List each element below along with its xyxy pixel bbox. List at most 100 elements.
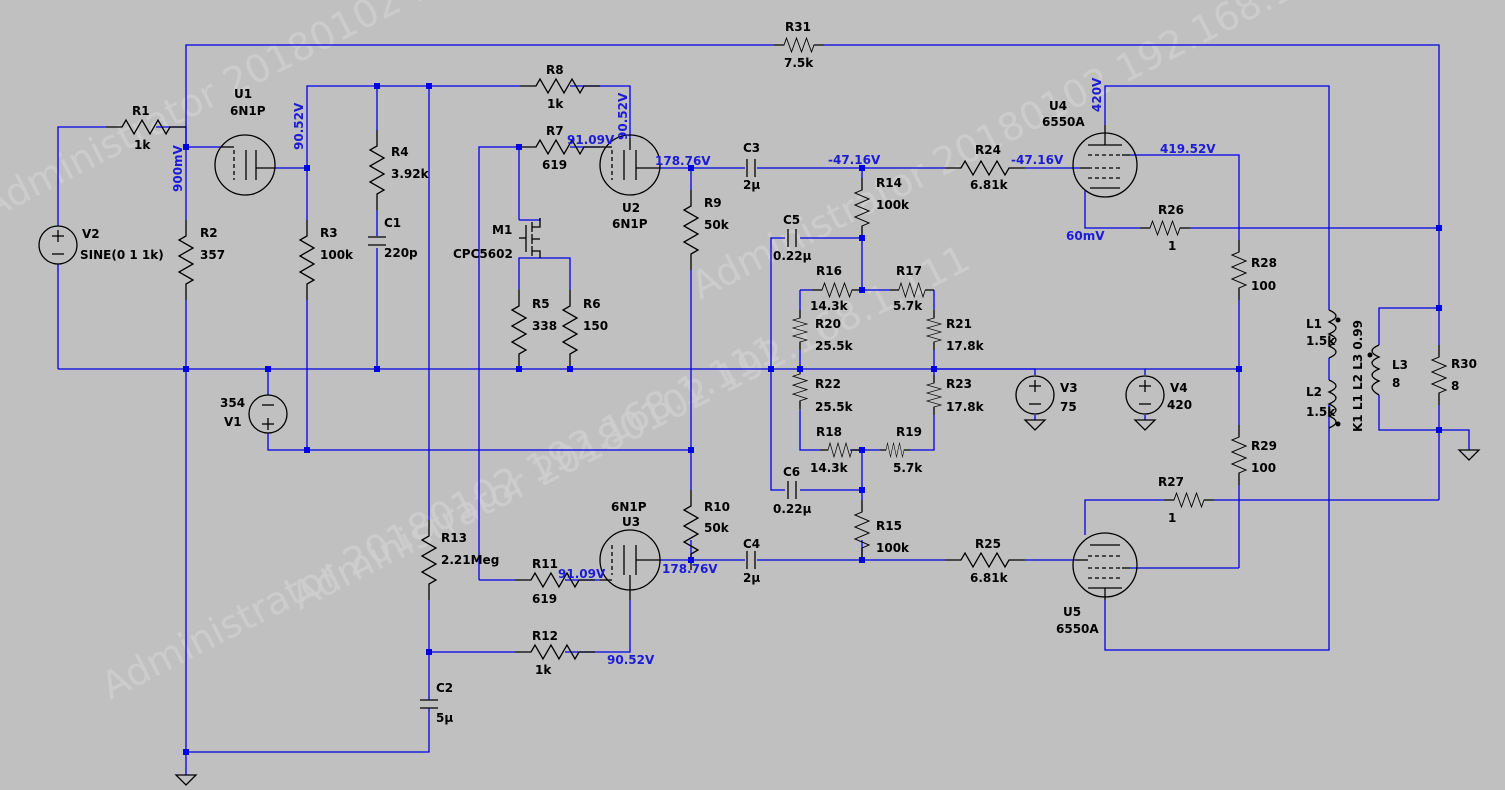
label-r4-name: R4 (391, 145, 409, 159)
label-r10-value: 50k (704, 521, 730, 535)
label-r20-name: R20 (815, 317, 841, 331)
label-c5-value: 0.22µ (773, 249, 812, 263)
label-v3-value: 75 (1060, 400, 1077, 414)
label-c2-value: 5µ (436, 711, 453, 725)
label-v2-name: V2 (82, 227, 100, 241)
resistor-r12 (514, 644, 596, 660)
capacitor-c2 (420, 690, 438, 720)
capacitor-c1 (368, 236, 386, 246)
label-r12-value: 1k (535, 663, 552, 677)
label-r14-name: R14 (876, 176, 902, 190)
label-l3-value: 8 (1392, 376, 1400, 390)
label-r21-value: 17.8k (946, 339, 985, 353)
label-r8-value: 1k (547, 97, 564, 111)
label-v4-name: V4 (1170, 381, 1188, 395)
label-v1-value: 354 (220, 396, 245, 410)
label-r12-name: R12 (532, 629, 558, 643)
label-c3-value: 2µ (743, 178, 760, 192)
label-r21-name: R21 (946, 317, 972, 331)
label-v3-name: V3 (1060, 381, 1078, 395)
label-r16-value: 14.3k (810, 299, 849, 313)
inductor-l2 (1327, 358, 1341, 429)
resistor-r29 (1231, 424, 1247, 486)
resistor-r9 (683, 189, 699, 271)
label-c2-name: C2 (436, 681, 453, 695)
label-r6-name: R6 (583, 297, 601, 311)
inductors (1327, 309, 1381, 429)
label-u1-name: U1 (234, 87, 252, 101)
label-r26-value: 1 (1168, 239, 1176, 253)
component-labels: R1 1k R2 357 R3 100k R4 3.92k R5 338 R6 … (80, 20, 1477, 725)
label-r25-name: R25 (975, 537, 1001, 551)
label-r15-name: R15 (876, 519, 902, 533)
voltage-u2-grid: 91.09V (567, 133, 615, 147)
source-v2 (38, 225, 78, 265)
label-r2-value: 357 (200, 248, 225, 262)
label-r26-name: R26 (1158, 203, 1184, 217)
mosfet-m1 (519, 218, 541, 258)
label-r30-name: R30 (1451, 357, 1477, 371)
label-r23-value: 17.8k (946, 400, 985, 414)
resistor-r3 (299, 219, 315, 301)
label-r15-value: 100k (876, 541, 910, 555)
label-u2-name: U2 (622, 201, 640, 215)
label-c6-value: 0.22µ (773, 502, 812, 516)
label-r20-value: 25.5k (815, 339, 854, 353)
voltage-u4-grid: -47.16V (1011, 153, 1064, 167)
label-r27-value: 1 (1168, 511, 1176, 525)
label-u5-value: 6550A (1056, 622, 1099, 636)
resistor-r30 (1431, 344, 1447, 406)
label-r29-name: R29 (1251, 439, 1277, 453)
label-c4-name: C4 (743, 537, 760, 551)
label-r5-name: R5 (532, 297, 550, 311)
tube-u5 (1072, 532, 1138, 600)
label-r5-value: 338 (532, 319, 557, 333)
resistor-r4 (369, 129, 385, 211)
resistor-r25 (944, 552, 1026, 568)
label-c3-name: C3 (743, 141, 760, 155)
label-r22-value: 25.5k (815, 400, 854, 414)
capacitors (368, 159, 797, 720)
wires (57, 44, 1470, 775)
capacitor-c5 (787, 229, 797, 247)
label-m1-name: M1 (492, 223, 512, 237)
label-r17-value: 5.7k (893, 299, 923, 313)
inductor-l3 (1367, 344, 1381, 396)
label-r16-name: R16 (816, 264, 842, 278)
resistor-r8 (519, 78, 601, 94)
label-v2-value: SINE(0 1 1k) (80, 248, 164, 262)
voltage-u3-plate: 90.52V (607, 653, 655, 667)
label-c1-name: C1 (384, 216, 401, 230)
voltage-u4-screen: 419.52V (1160, 142, 1216, 156)
voltage-u3-grid: 91.09V (558, 567, 606, 581)
watermark: Administrator 20180102 192.168.1.111 (0, 0, 666, 228)
tube-u2 (599, 134, 661, 196)
resistor-r18 (819, 442, 861, 458)
label-m1-value: CPC5602 (453, 247, 513, 261)
capacitor-c6 (787, 481, 797, 499)
resistor-r19 (879, 442, 911, 458)
resistor-r31 (773, 37, 825, 53)
tube-u1 (214, 134, 276, 196)
node-voltages: 900mV 90.52V 90.52V 91.09V 178.76V -47.1… (171, 77, 1216, 667)
label-l3-name: L3 (1392, 358, 1408, 372)
label-r6-value: 150 (583, 319, 608, 333)
label-r7-name: R7 (546, 124, 564, 138)
tubes (214, 125, 1138, 600)
label-r19-value: 5.7k (893, 461, 923, 475)
watermark: Administrator 20180102 192.168.1.111 (94, 326, 786, 708)
resistor-r26 (1139, 220, 1191, 236)
label-r18-name: R18 (816, 425, 842, 439)
voltage-u1-grid: 900mV (171, 144, 185, 192)
label-c5-name: C5 (783, 213, 800, 227)
source-v4 (1125, 375, 1165, 415)
tube-u3 (599, 529, 661, 600)
label-r3-value: 100k (320, 248, 354, 262)
label-u2-value: 6N1P (612, 217, 648, 231)
label-l2-value: 1.5k (1306, 405, 1336, 419)
junctions (183, 83, 1442, 755)
label-r14-value: 100k (876, 198, 910, 212)
label-r24-value: 6.81k (970, 178, 1009, 192)
label-r27-name: R27 (1158, 475, 1184, 489)
